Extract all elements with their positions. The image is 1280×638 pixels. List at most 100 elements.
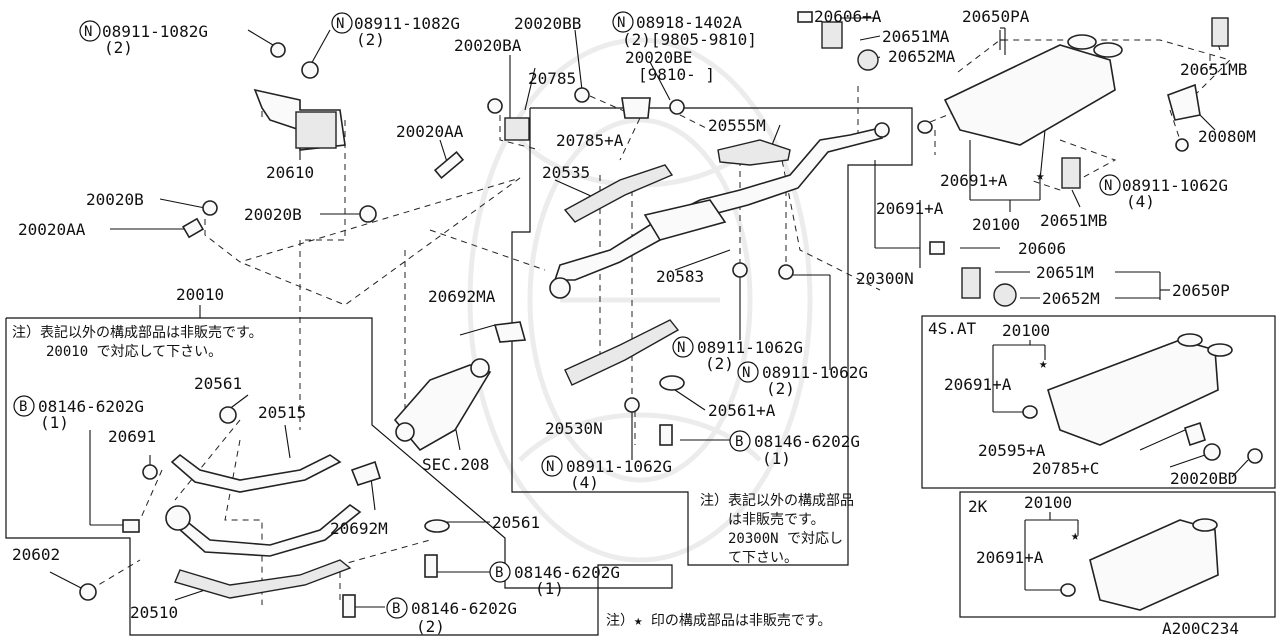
label-08911-1082g-b-qty: (2) (356, 30, 385, 49)
label-20010: 20010 (176, 285, 224, 304)
flange-20010 (165, 505, 191, 531)
assembly-20300n-frame (511, 107, 913, 566)
part-labels: 08911-1082G (2) 08911-1082G (2) 20020BB … (12, 7, 1256, 638)
center-muffler-20300n (643, 199, 727, 241)
label-20510: 20510 (130, 603, 178, 622)
star-2k: ★ (1071, 528, 1080, 544)
label-20020aa-mid: 20020AA (396, 122, 464, 141)
label-20785a: 20785+A (556, 131, 624, 150)
label-20020be: 20020BE (625, 48, 692, 67)
k2-tail-pipe (1192, 518, 1218, 532)
nut-08911-1062g-e (624, 397, 640, 413)
label-20652m: 20652M (1042, 289, 1100, 308)
note-left-line2: 20010 で対応して下さい。 (46, 344, 222, 360)
svg-text:B: B (495, 565, 503, 581)
front-pipe-lower (176, 503, 362, 557)
rubber-mount-20610 (295, 111, 337, 149)
svg-text:N: N (742, 365, 750, 381)
nut-20020ba (487, 98, 503, 114)
rear-muffler-20100 (943, 44, 1116, 146)
nut-08911-1062g-c (732, 262, 748, 278)
label-20530n: 20530N (545, 419, 603, 438)
label-20561a: 20561+A (708, 401, 776, 420)
label-sec208: SEC.208 (422, 455, 489, 474)
label-20020b-top: 20020B (86, 190, 144, 209)
label-08911-1062g-d: 08911-1062G (762, 363, 868, 382)
bolt-20606 (929, 241, 945, 255)
label-20020b-mid: 20020B (244, 205, 302, 224)
label-20602: 20602 (12, 545, 60, 564)
label-08146-6202g-2: 08146-6202G (514, 563, 620, 582)
note-right-line2: は非販売です。 (728, 512, 825, 528)
label-20651mb-top: 20651MB (1180, 60, 1247, 79)
cat-flange-front (395, 422, 415, 442)
label-08911-1082g-b: 08911-1082G (354, 14, 460, 33)
bolt-08146-6202g-2 (424, 554, 438, 578)
svg-text:B: B (392, 601, 400, 617)
nut-08911-1062g-d (778, 264, 794, 280)
gasket-20692ma (493, 321, 527, 343)
at-mount-20785c (1203, 443, 1221, 461)
label-08146-6202g-1-qty: (1) (40, 413, 69, 432)
tail-pipe-2 (1093, 42, 1123, 58)
svg-text:N: N (677, 340, 685, 356)
label-20651ma: 20651MA (882, 27, 950, 46)
hanger-20651ma (821, 21, 843, 49)
label-08146-6202g-3: 08146-6202G (411, 599, 517, 618)
nut-20602 (79, 583, 97, 601)
at-label-20595a: 20595+A (978, 441, 1046, 460)
note-right-line1: 注）表記以外の構成部品 (700, 492, 854, 509)
label-08911-1062g-d-qty: (2) (766, 379, 795, 398)
label-20080m: 20080M (1198, 127, 1256, 146)
not-for-sale-stars: ★ ★ ★ (1036, 168, 1080, 544)
heat-shield-20535 (563, 164, 674, 223)
label-20785: 20785 (528, 69, 576, 88)
label-20561-b: 20561 (492, 513, 540, 532)
label-20650pa: 20650PA (962, 7, 1030, 26)
svg-text:N: N (1104, 178, 1112, 194)
nut-20020b (359, 205, 377, 223)
label-08911-1062g-e: 08911-1062G (566, 457, 672, 476)
label-08911-1062g-c-qty: (2) (705, 354, 734, 373)
inset-2k-title: 2K (968, 497, 988, 516)
hanger-20651m (961, 267, 981, 299)
note-bottom: 注）★ 印の構成部品は非販売です。 (606, 613, 831, 629)
part-shapes (79, 11, 1263, 618)
at-tail-pipe-1 (1177, 333, 1203, 347)
label-20691a-main: 20691+A (940, 171, 1008, 190)
label-08911-1062g-f-qty: (4) (1126, 192, 1155, 211)
at-inlet-ring (1022, 405, 1038, 419)
svg-text:N: N (617, 15, 625, 31)
label-20300n: 20300N (856, 269, 914, 288)
note-left-line1: 注）表記以外の構成部品は非販売です。 (12, 324, 263, 341)
svg-text:N: N (84, 24, 92, 40)
label-20020aa-left: 20020AA (18, 220, 86, 239)
bracket-20785a (621, 97, 651, 119)
k2-label-20691a: 20691+A (976, 548, 1044, 567)
label-08911-1062g-c: 08911-1062G (697, 338, 803, 357)
label-08911-1082g-a: 08911-1082G (102, 22, 208, 41)
at-label-20785c: 20785+C (1032, 459, 1099, 478)
star-main: ★ (1036, 168, 1045, 184)
bolt-08146-6202g-3 (342, 594, 356, 618)
catalytic-converter-sec208 (393, 364, 492, 452)
gasket-20691 (142, 464, 158, 480)
label-08911-1082g-a-qty: (2) (104, 38, 133, 57)
label-20561-a: 20561 (194, 374, 242, 393)
label-08911-1062g-e-qty: (4) (570, 473, 599, 492)
label-20652ma: 20652MA (888, 47, 956, 66)
label-20651mb-mid: 20651MB (1040, 211, 1107, 230)
label-20692m: 20692M (330, 519, 388, 538)
label-20606a: 20606+A (814, 7, 882, 26)
label-20583: 20583 (656, 267, 704, 286)
k2-inlet-ring (1060, 583, 1076, 597)
label-08146-6202g-2-qty: (1) (535, 579, 564, 598)
at-label-20020bd: 20020BD (1170, 469, 1237, 488)
label-20692ma: 20692MA (428, 287, 496, 306)
at-tail-pipe-2 (1207, 343, 1233, 357)
heat-shield-20555m (717, 139, 791, 166)
circled-prefixes: N N N B N N B N B B N (13, 11, 1121, 619)
notes: 注）表記以外の構成部品は非販売です。 20010 で対応して下さい。 注）表記以… (12, 324, 854, 629)
gasket-20692m (350, 460, 382, 486)
svg-text:N: N (546, 459, 554, 475)
